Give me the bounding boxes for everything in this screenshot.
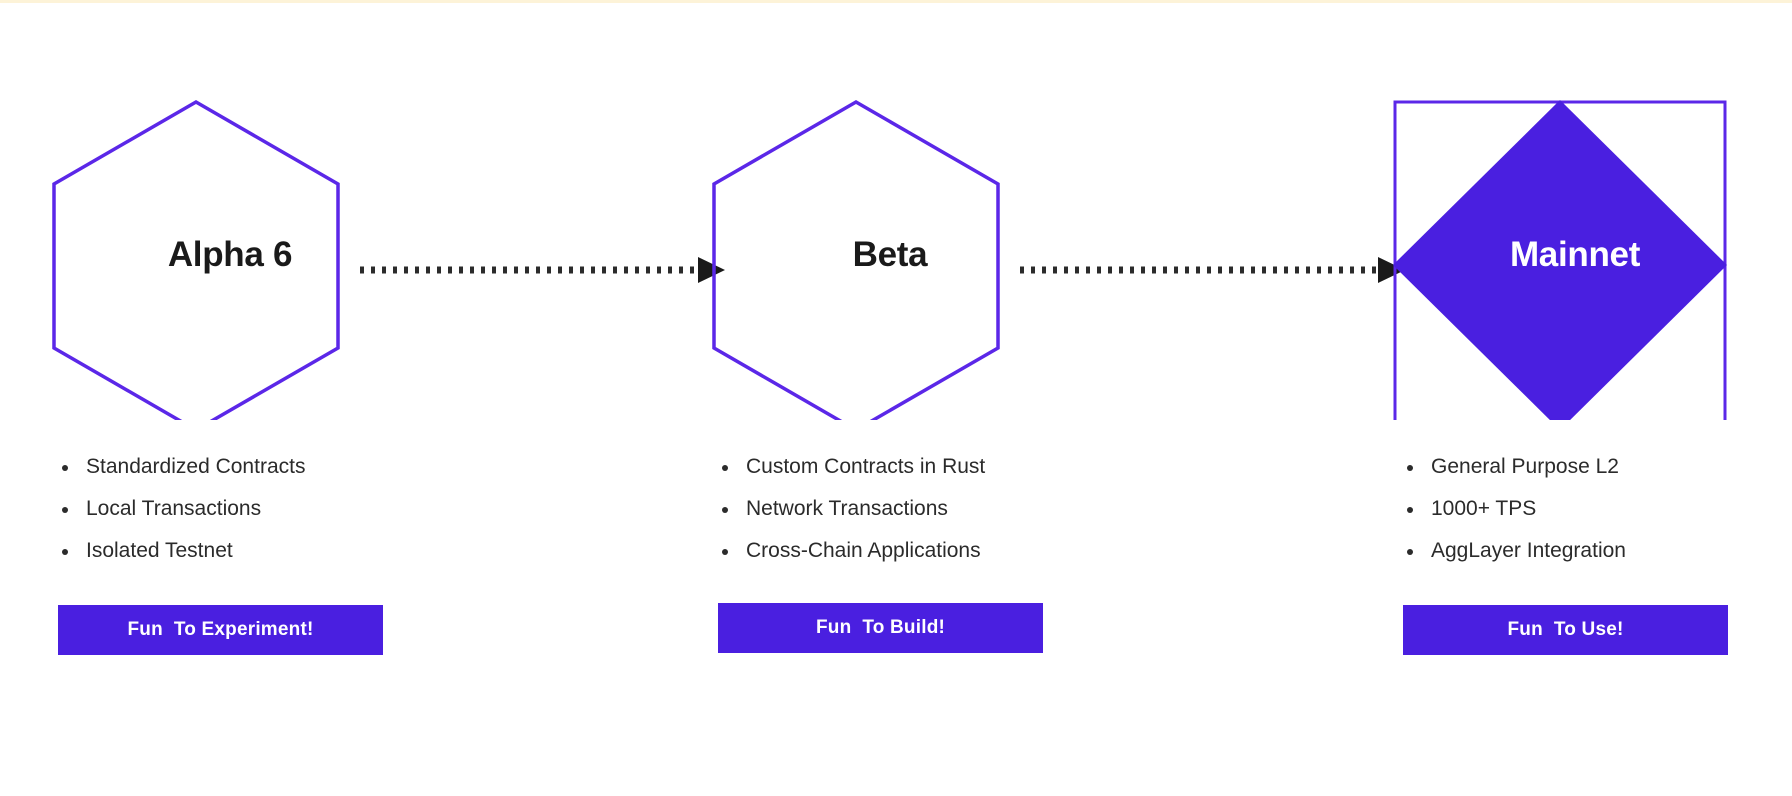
fun-to-experiment-button[interactable]: Fun To Experiment! (58, 605, 383, 655)
top-accent-rule (0, 0, 1792, 3)
stage-beta: Beta Custom Contracts in Rust Network Tr… (690, 0, 1150, 796)
stage-alpha-6: Alpha 6 Standardized Contracts Local Tra… (30, 0, 490, 796)
list-item: AggLayer Integration (1403, 539, 1626, 563)
feature-list-mainnet: General Purpose L2 1000+ TPS AggLayer In… (1403, 455, 1626, 581)
hexagon-icon (52, 99, 340, 420)
list-item: Local Transactions (58, 497, 305, 521)
feature-list-alpha-6: Standardized Contracts Local Transaction… (58, 455, 305, 581)
fun-to-build-button[interactable]: Fun To Build! (718, 603, 1043, 653)
list-item: Isolated Testnet (58, 539, 305, 563)
feature-list-beta: Custom Contracts in Rust Network Transac… (718, 455, 985, 581)
dotted-arrow-icon (1020, 257, 1405, 283)
dotted-arrow-icon (360, 257, 725, 283)
hexagon-icon (712, 99, 1000, 420)
connector-alpha-to-beta (360, 255, 730, 285)
list-item: Standardized Contracts (58, 455, 305, 479)
list-item: Cross-Chain Applications (718, 539, 985, 563)
list-item: Network Transactions (718, 497, 985, 521)
fun-to-use-button[interactable]: Fun To Use! (1403, 605, 1728, 655)
stage-mainnet: Mainnet General Purpose L2 1000+ TPS Agg… (1375, 0, 1792, 796)
node-mainnet[interactable]: Mainnet (1375, 90, 1775, 420)
list-item: Custom Contracts in Rust (718, 455, 985, 479)
square-diamond-icon (1393, 100, 1727, 420)
connector-beta-to-mainnet (1020, 255, 1410, 285)
list-item: 1000+ TPS (1403, 497, 1626, 521)
list-item: General Purpose L2 (1403, 455, 1626, 479)
